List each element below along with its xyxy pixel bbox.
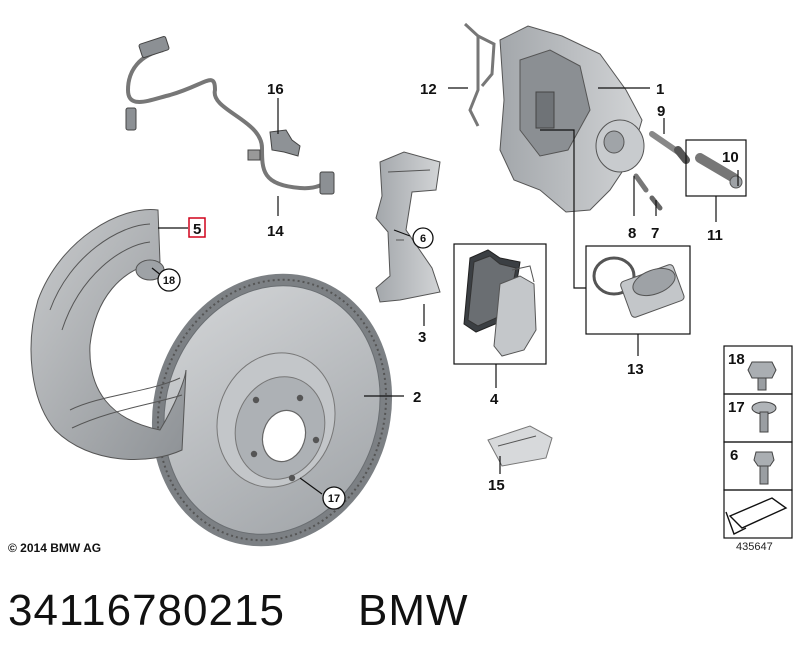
bolt-legend bbox=[723, 345, 793, 539]
callout-8: 8 bbox=[628, 225, 636, 242]
brake-pads bbox=[463, 249, 537, 357]
piston-box bbox=[585, 245, 691, 335]
callout-15: 15 bbox=[488, 477, 505, 494]
legend-18: 18 bbox=[728, 351, 745, 368]
callout-12: 12 bbox=[420, 81, 437, 98]
highlight-box bbox=[188, 217, 206, 238]
leader-lines bbox=[151, 87, 739, 495]
pads-box bbox=[453, 243, 547, 365]
callout-10: 10 bbox=[722, 149, 739, 166]
callout-9: 9 bbox=[657, 103, 665, 120]
repair-kit bbox=[487, 425, 553, 467]
callout-14: 14 bbox=[267, 223, 284, 240]
callouts: 1 2 3 4 5 7 8 9 10 11 12 13 14 15 16 bbox=[188, 81, 739, 494]
callout-13: 13 bbox=[627, 361, 644, 378]
guide-bolt bbox=[649, 131, 690, 164]
callout-3: 3 bbox=[418, 329, 426, 346]
circled-17: 17 bbox=[328, 493, 340, 505]
legend-numbers: 18 17 6 bbox=[728, 351, 745, 464]
callout-11: 11 bbox=[707, 227, 723, 244]
brake-dust-shield bbox=[30, 209, 187, 461]
spring-clip bbox=[463, 22, 496, 127]
callout-16: 16 bbox=[267, 81, 284, 98]
sensor-bracket bbox=[269, 129, 301, 157]
circled-18: 18 bbox=[163, 275, 175, 287]
callout-2: 2 bbox=[413, 389, 421, 406]
part-number: 34116780215 bbox=[8, 586, 285, 635]
callout-7: 7 bbox=[651, 225, 659, 242]
arrow-icon bbox=[725, 497, 788, 535]
circled-callouts: 6 17 18 bbox=[157, 227, 434, 510]
brand-name: BMW bbox=[358, 586, 469, 635]
circled-6: 6 bbox=[420, 233, 426, 245]
brake-wear-sensor bbox=[125, 36, 335, 195]
copyright-notice: © 2014 BMW AG bbox=[8, 541, 102, 555]
brake-caliper bbox=[499, 25, 645, 213]
diagram-reference-number: 435647 bbox=[736, 541, 773, 553]
legend-17: 17 bbox=[728, 399, 745, 416]
callout-4: 4 bbox=[490, 391, 499, 408]
callout-1: 1 bbox=[656, 81, 664, 98]
brake-disc bbox=[151, 273, 393, 547]
caliper-carrier bbox=[375, 151, 441, 303]
callout-5: 5 bbox=[193, 221, 201, 238]
legend-6: 6 bbox=[730, 447, 738, 464]
